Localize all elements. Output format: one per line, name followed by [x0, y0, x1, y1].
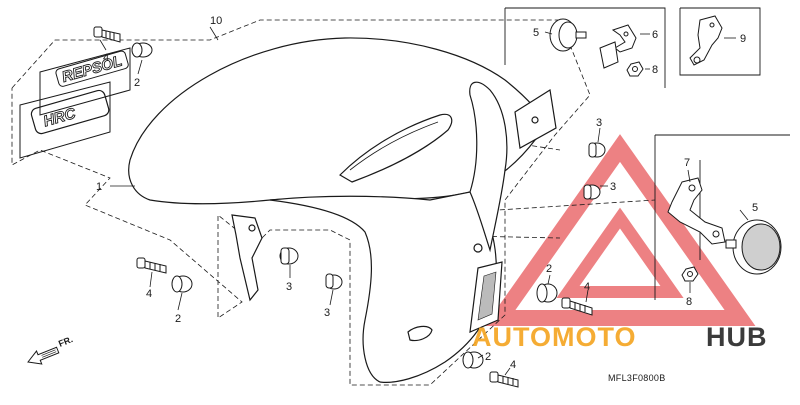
repsol-decal-text: REPSOL — [60, 53, 124, 86]
bolt-left-lower — [136, 257, 167, 274]
fender-front-bracket — [231, 214, 263, 302]
watermark-text-accent: AUTOMOTO — [472, 322, 637, 352]
clip-nut-left — [279, 247, 299, 265]
clip-nut-rear-upper — [588, 142, 606, 158]
bolt-bottom — [489, 371, 519, 388]
callout-2-top: 2 — [134, 77, 140, 89]
callout-5-right: 5 — [752, 202, 758, 214]
decal-group: REPSOL HRC — [19, 47, 131, 159]
callout-8-top: 8 — [652, 64, 658, 76]
callout-2-bottom: 2 — [485, 351, 491, 363]
callout-3-rear-upper: 3 — [596, 117, 602, 129]
callout-9: 9 — [740, 33, 746, 45]
reflector-right — [725, 219, 782, 275]
fender-side-panel — [269, 191, 497, 383]
callout-2-left: 2 — [175, 313, 181, 325]
watermark-text: AUTOMOTO HUB — [472, 322, 768, 352]
callout-3-rear-mid: 3 — [610, 181, 616, 193]
front-arrow-icon — [27, 346, 60, 365]
grommet-left-lower — [171, 275, 193, 293]
bracket-box-9 — [679, 7, 761, 76]
hrc-decal: HRC — [30, 89, 110, 135]
callout-10: 10 — [210, 15, 222, 27]
callout-4-right: 4 — [584, 281, 590, 293]
watermark-logo — [484, 134, 756, 326]
grommet-bottom — [462, 351, 484, 369]
bracket-9 — [689, 15, 723, 66]
watermark-triangle-inner — [556, 207, 684, 298]
callout-2-right: 2 — [546, 263, 552, 275]
bolt-right — [561, 297, 593, 316]
diagram-reference-code: MFL3F0800B — [608, 373, 666, 383]
repsol-decal: REPSOL — [55, 50, 129, 87]
fender-lower-slot — [407, 325, 433, 342]
reflector-top — [549, 18, 587, 52]
callout-4-top: 4 — [103, 52, 109, 64]
callout-5-top: 5 — [533, 27, 539, 39]
callout-8-right: 8 — [686, 296, 692, 308]
reflector-bracket-right — [667, 177, 726, 245]
reflector-box-right — [654, 134, 790, 300]
hrc-decal-text: HRC — [42, 105, 79, 131]
front-direction-indicator: FR. — [27, 334, 74, 365]
grommet-right — [536, 283, 558, 303]
reflector-box-top — [504, 7, 666, 88]
callout-4-bottom: 4 — [510, 359, 516, 371]
clip-nut-rear-mid — [583, 184, 601, 200]
nut-top — [626, 61, 644, 77]
leader-lines — [99, 26, 749, 376]
front-fender — [128, 37, 557, 383]
clip-nut-center — [325, 273, 343, 290]
grommet-top — [131, 42, 153, 58]
callout-1: 1 — [96, 181, 102, 193]
fender-vent — [339, 113, 453, 183]
callout-7: 7 — [684, 157, 690, 169]
watermark-triangle-large — [484, 134, 756, 326]
fender-top-shell — [128, 37, 549, 205]
front-direction-label: FR. — [57, 334, 74, 349]
reflector-bracket-top — [599, 24, 637, 69]
callout-labels: 10 4 2 1 5 6 8 9 3 3 7 5 3 3 2 4 8 2 4 2… — [96, 15, 758, 371]
callout-3-left: 3 — [286, 281, 292, 293]
bolt-top-left — [93, 26, 121, 43]
callout-4-left: 4 — [146, 288, 152, 300]
callout-6: 6 — [652, 29, 658, 41]
callout-3-center: 3 — [324, 307, 330, 319]
fender-rear-face — [469, 81, 508, 253]
nut-right — [681, 266, 699, 282]
watermark-text-dark: HUB — [706, 322, 768, 352]
